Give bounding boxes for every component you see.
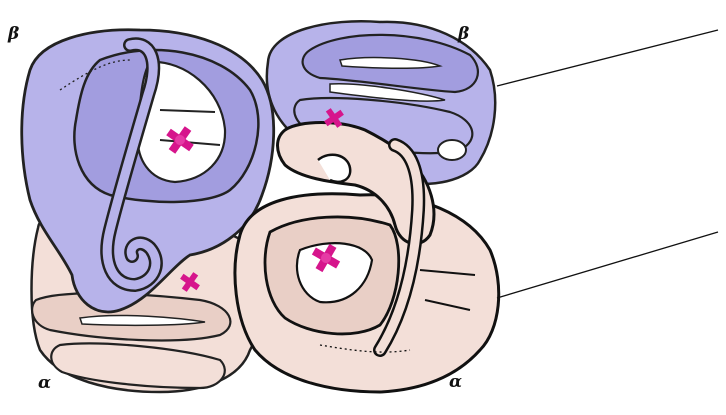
label-beta-left: β: [8, 26, 19, 43]
leader-line-bottom: [497, 232, 718, 298]
beta-right-loop: [438, 140, 466, 160]
label-alpha-right: α: [449, 374, 462, 391]
leader-line-top: [497, 30, 718, 86]
label-alpha-left: α: [38, 375, 51, 392]
label-beta-right: β: [458, 26, 469, 43]
